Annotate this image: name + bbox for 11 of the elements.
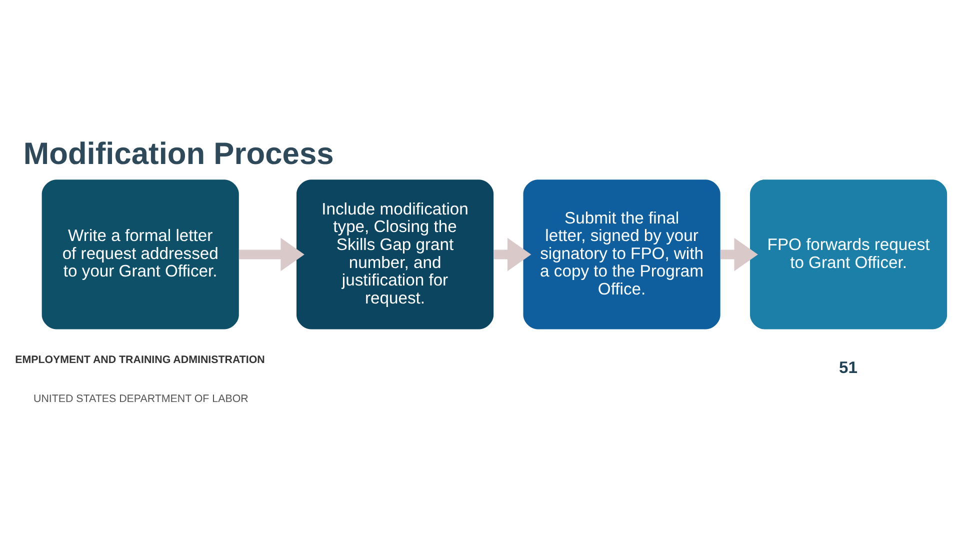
node-box: Write a formal letter of request addressed to your Grant Officer. bbox=[41, 179, 238, 329]
arrow bbox=[493, 237, 531, 271]
label: UNITED STATES DEPARTMENT OF LABOR bbox=[33, 392, 248, 404]
node-box: Submit the final letter, signed by your signatory to FPO, with a copy to the Program Office. bbox=[522, 179, 720, 329]
arrow bbox=[238, 237, 304, 271]
label: 51 bbox=[838, 357, 858, 376]
arrow bbox=[720, 237, 758, 271]
node-box: Include modification type, Closing the Skills Gap grant number, and justification for request. bbox=[296, 179, 494, 329]
diagram-title: Modification Process bbox=[22, 136, 334, 171]
label: EMPLOYMENT AND TRAINING ADMINISTRATION bbox=[14, 353, 264, 366]
node-box: FPO forwards request to Grant Officer. bbox=[750, 179, 947, 329]
